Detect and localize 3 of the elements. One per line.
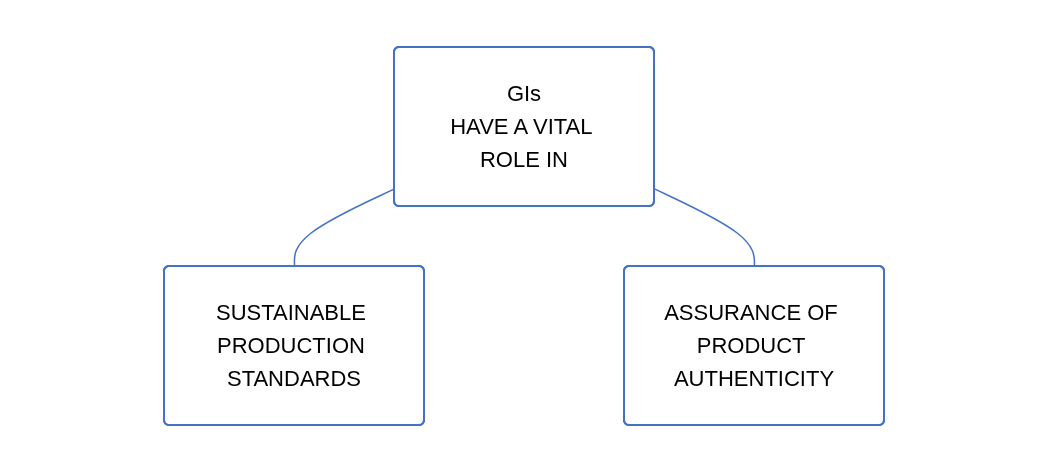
node-text: SUSTAINABLE PRODUCTION STANDARDS — [215, 300, 366, 391]
node-text: GIs HAVE A VITAL ROLE IN — [450, 81, 592, 172]
node-text: ASSURANCE OF PRODUCT AUTHENTICITY — [664, 300, 838, 391]
